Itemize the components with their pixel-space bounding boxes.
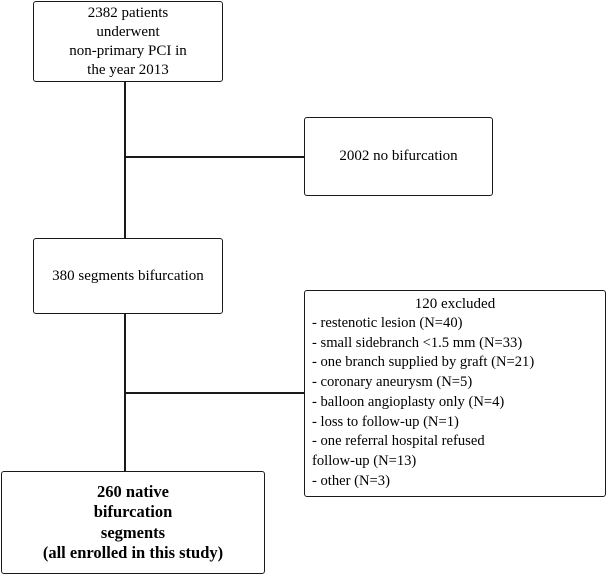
final-line: 260 native	[97, 481, 169, 501]
exclusion-list: - restenotic lesion (N=40) - small sideb…	[305, 314, 605, 491]
final-box: 260 native bifurcation segments (all enr…	[1, 471, 265, 574]
start-box: 2382 patients underwent non-primary PCI …	[33, 1, 223, 82]
connector-to-excluded	[124, 392, 304, 394]
exclusion-item: - one branch supplied by graft (N=21)	[312, 354, 535, 371]
excluded-box: 120 excluded - restenotic lesion (N=40) …	[304, 290, 606, 497]
no-bifurcation-text: 2002 no bifurcation	[339, 148, 458, 164]
exclusion-item: - balloon angioplasty only (N=4)	[312, 393, 505, 410]
start-line: the year 2013	[87, 61, 169, 78]
bifurcation-box: 380 segments bifurcation	[33, 238, 223, 314]
start-line: non-primary PCI in	[69, 42, 187, 59]
exclusion-item: - small sidebranch <1.5 mm (N=33)	[312, 334, 523, 351]
exclusion-item: - other (N=3)	[312, 472, 390, 489]
exclusion-item: - loss to follow-up (N=1)	[312, 413, 459, 430]
start-line: underwent	[96, 23, 160, 40]
bifurcation-text: 380 segments bifurcation	[52, 267, 204, 284]
exclusion-item: - one referral hospital refused	[312, 433, 485, 450]
final-line: (all enrolled in this study)	[42, 543, 224, 562]
exclusion-item: - restenotic lesion (N=40)	[312, 315, 463, 331]
exclusion-item: - coronary aneurysm (N=5)	[312, 374, 473, 391]
no-bifurcation-box: 2002 no bifurcation	[304, 117, 493, 196]
start-line: 2382 patients	[87, 4, 169, 21]
connector-vertical-upper	[124, 82, 126, 238]
start-text: 2382 patients underwent non-primary PCI …	[69, 4, 187, 80]
final-text: 260 native bifurcation segments (all enr…	[43, 482, 223, 564]
connector-to-no-bifurcation	[124, 156, 304, 158]
excluded-title: 120 excluded	[414, 296, 496, 312]
final-line: bifurcation	[93, 502, 173, 521]
final-line: segments	[100, 522, 166, 542]
exclusion-item: follow-up (N=13)	[312, 452, 417, 469]
